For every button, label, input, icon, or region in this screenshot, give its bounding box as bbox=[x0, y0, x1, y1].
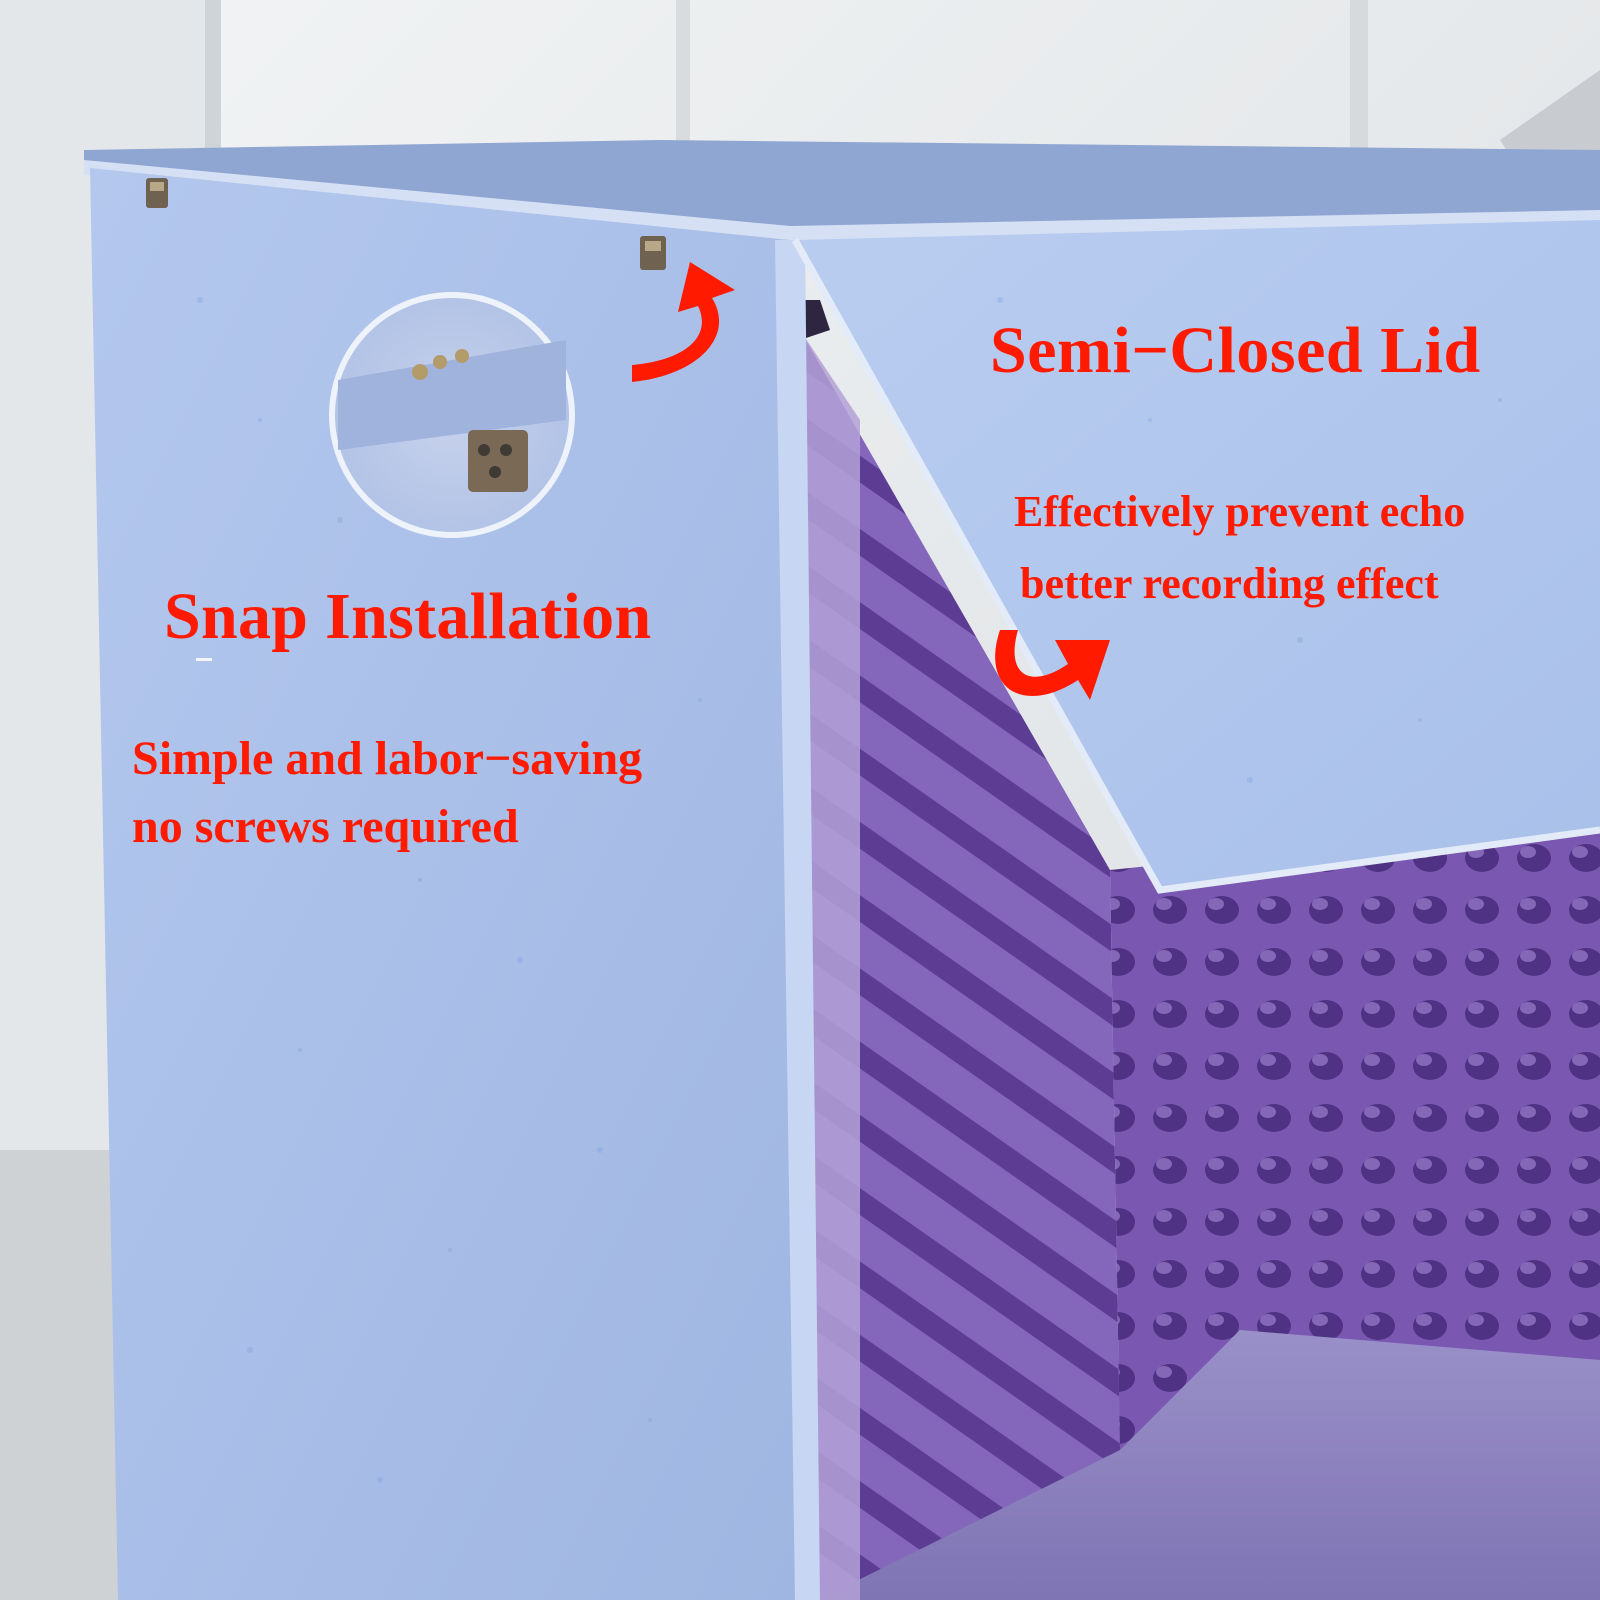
curved-arrow-icon bbox=[995, 630, 1110, 700]
hinge-icon bbox=[640, 236, 666, 270]
lid-description-line-2: better recording effect bbox=[1020, 559, 1439, 608]
semi-closed-lid-panel bbox=[795, 220, 1600, 890]
lid-title-caption: Semi−Closed Lid bbox=[990, 314, 1481, 387]
floor-tile bbox=[0, 1150, 130, 1600]
booth-floor bbox=[818, 1320, 1600, 1600]
magnifier-inset-icon bbox=[329, 292, 575, 538]
curved-arrow-icon bbox=[632, 262, 735, 382]
side-foam-panel bbox=[800, 330, 1120, 1600]
window-mullion bbox=[1350, 0, 1368, 150]
hinge-icon bbox=[146, 178, 168, 208]
panel-mark bbox=[196, 658, 212, 661]
wall-edge bbox=[1500, 70, 1600, 170]
felt-texture bbox=[197, 297, 1502, 1483]
booth-front-panel bbox=[90, 168, 805, 1600]
booth-top-panel bbox=[84, 140, 1600, 232]
snap-title-caption: Snap Installation bbox=[164, 580, 652, 653]
snap-description-line-1: Simple and labor−saving bbox=[132, 732, 643, 785]
lid-edge bbox=[791, 238, 1600, 894]
booth-top-edge bbox=[84, 160, 1600, 240]
snap-description-line-2: no screws required bbox=[132, 800, 519, 853]
window-mullion bbox=[676, 0, 690, 145]
booth-front-panel-edge bbox=[775, 240, 820, 1600]
back-foam-panel bbox=[1110, 820, 1600, 1450]
lid-description-line-1: Effectively prevent echo bbox=[1014, 487, 1466, 536]
